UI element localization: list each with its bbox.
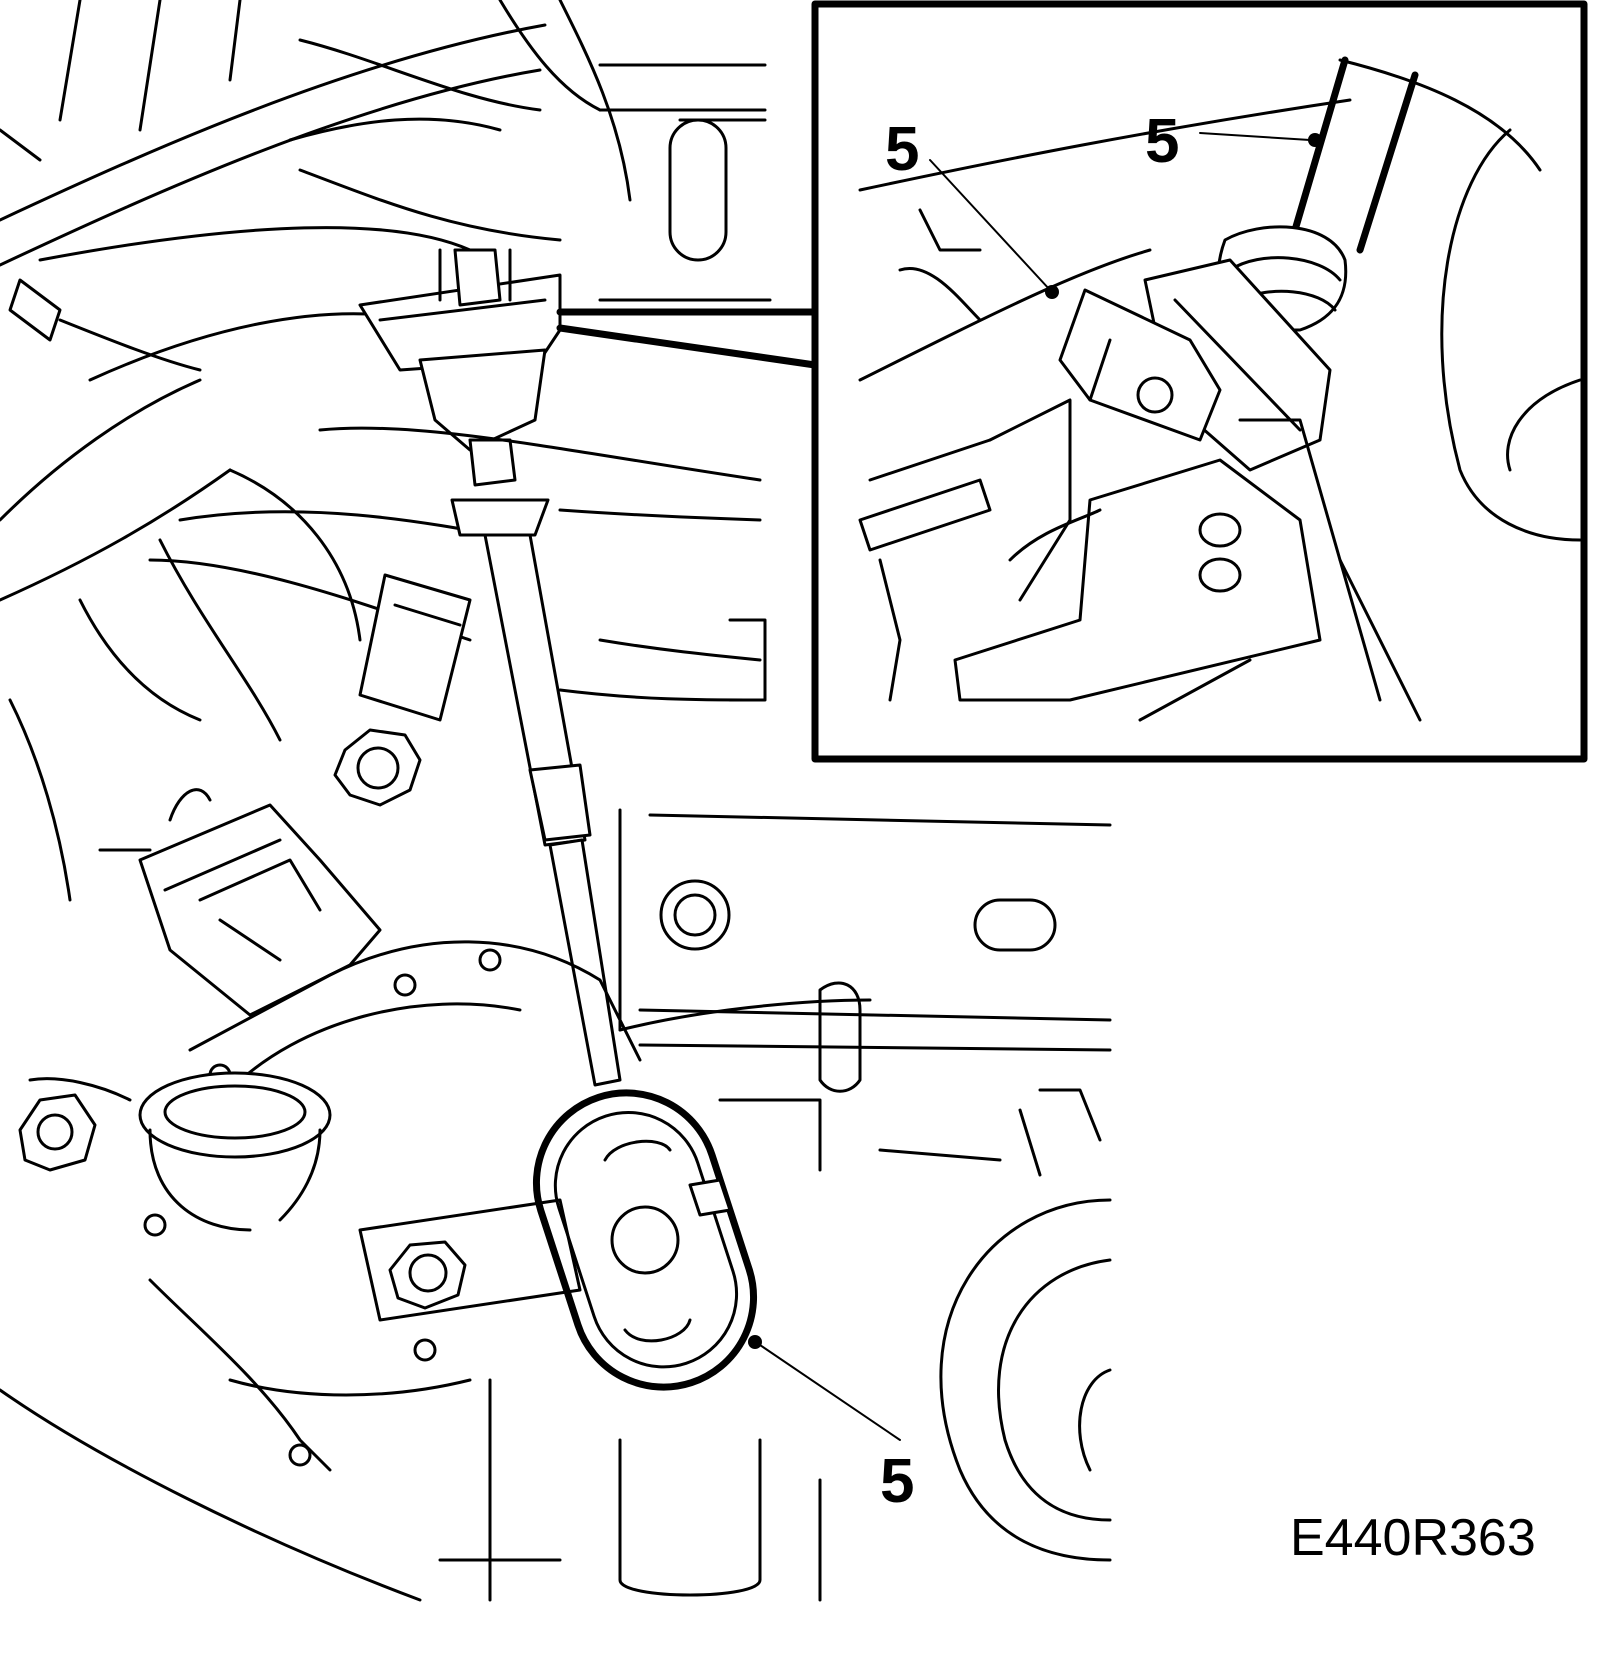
detail-inset (556, 0, 1588, 763)
figure-reference-code: E440R363 (1290, 1509, 1536, 1567)
callout-main: 5 (880, 1447, 914, 1516)
callout-inset-right: 5 (1145, 107, 1179, 176)
main-illustration (0, 0, 1112, 1602)
callout-inset-left: 5 (885, 115, 919, 184)
